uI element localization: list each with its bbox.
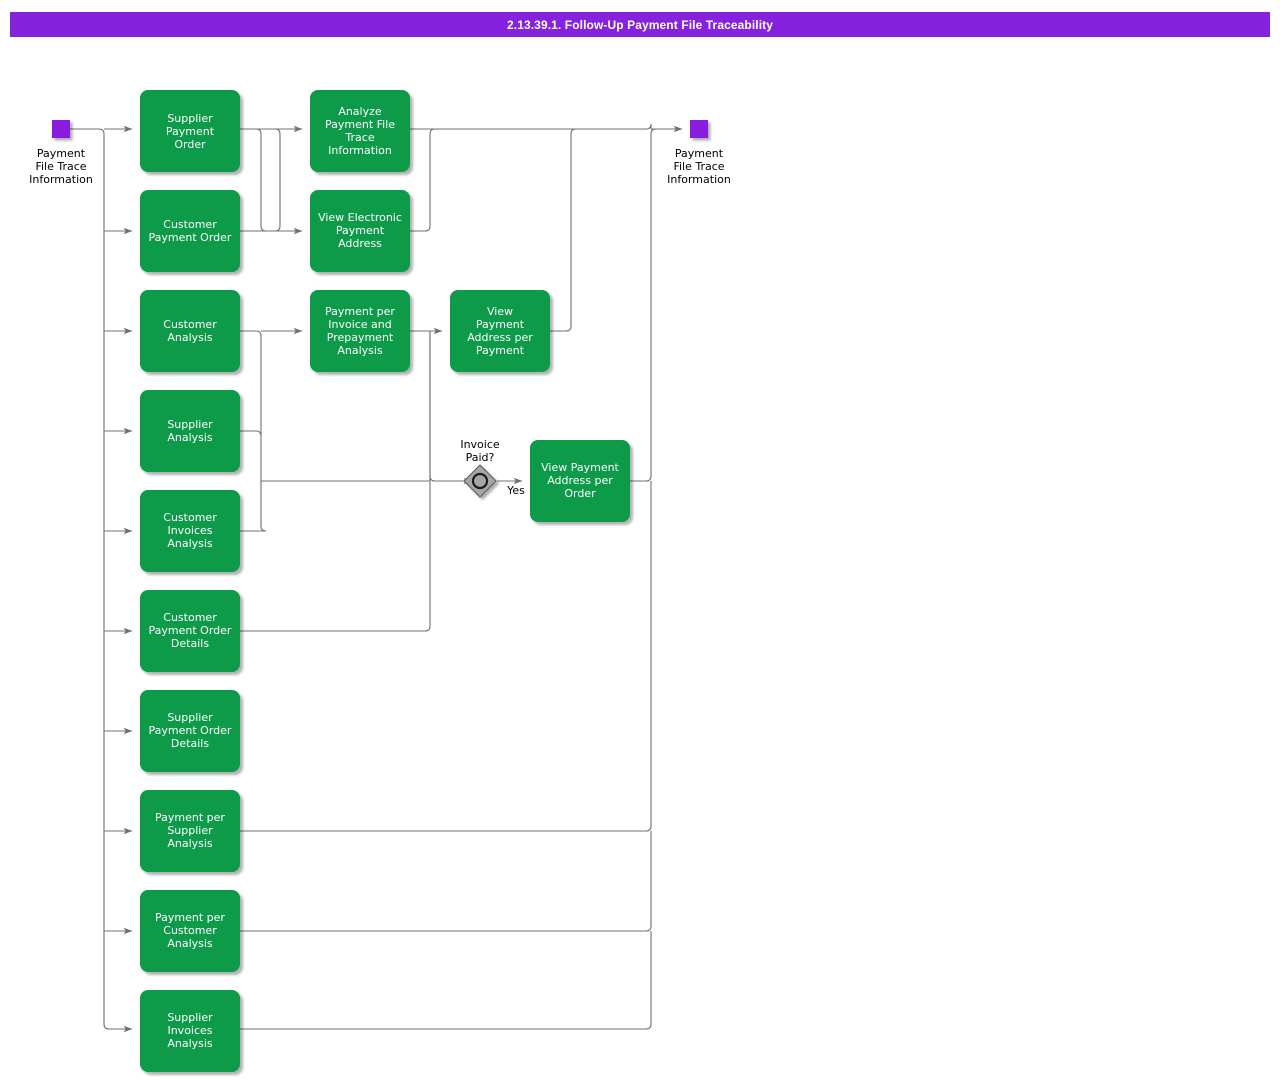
task-label: Payment [336, 224, 385, 237]
task-label: Customer [163, 611, 217, 624]
end-event-label-line-0: Payment [675, 147, 724, 160]
task-label: Customer [163, 511, 217, 524]
task-label: Payment per [155, 911, 225, 924]
task-label: Analysis [337, 344, 383, 357]
task-label: Payment per [325, 305, 395, 318]
flow-view-payment-address-per-order-out [630, 128, 657, 482]
task-label: Order [564, 487, 596, 500]
task-label: Trace [344, 131, 374, 144]
task-label: Supplier [167, 418, 213, 431]
end-event[interactable] [690, 120, 708, 138]
task-label: Prepayment [327, 331, 394, 344]
task-label: Customer [163, 924, 217, 937]
task-label: Analysis [167, 1037, 213, 1050]
task-label: Supplier [167, 711, 213, 724]
customer-invoices-analysis[interactable]: Customer Invoices Analysis [140, 490, 240, 572]
task-label: Supplier [167, 824, 213, 837]
task-label: Payment [476, 318, 525, 331]
page-title: 2.13.39.1. Follow-Up Payment File Tracea… [506, 17, 774, 32]
analyze-payment-file-trace-information[interactable]: Analyze Payment File Trace Information [310, 90, 410, 172]
task-label: Analysis [167, 837, 213, 850]
flow-analyze-to-end [410, 123, 683, 133]
payment-per-supplier-analysis[interactable]: Payment per Supplier Analysis [140, 790, 240, 872]
gateway-label-line-1: Paid? [466, 451, 495, 464]
task-label: Payment Order [149, 231, 232, 244]
task-label: Analyze [338, 105, 382, 118]
gateway-label-line-0: Invoice [460, 438, 500, 451]
task-label: Details [171, 737, 209, 750]
task-label: Analysis [167, 431, 213, 444]
payment-per-invoice-and-prepayment-analysis[interactable]: Payment per Invoice and Prepayment Analy… [310, 290, 410, 372]
task-label: Payment Order [149, 724, 232, 737]
task-label: View [487, 305, 513, 318]
start-event-label-line-0: Payment [37, 147, 86, 160]
supplier-payment-order-details[interactable]: Supplier Payment Order Details [140, 690, 240, 772]
task-label: Customer [163, 318, 217, 331]
customer-payment-order[interactable]: Customer Payment Order [140, 190, 240, 272]
payment-per-customer-analysis[interactable]: Payment per Customer Analysis [140, 890, 240, 972]
flow-payment-per-customer-analysis-out [240, 831, 652, 932]
view-payment-address-per-payment[interactable]: View Payment Address per Payment [450, 290, 550, 372]
task-label: Address per [547, 474, 613, 487]
start-event-label-line-2: Information [29, 173, 93, 186]
flow-analyses-supplier-join [240, 430, 262, 437]
flow-payment-orders-to-analyze [240, 128, 281, 232]
flow-view-electronic-out [410, 128, 436, 232]
task-label: Invoices [167, 524, 212, 537]
flow-payment-per-supplier-analysis-out [240, 481, 652, 832]
connectors-layer [70, 123, 683, 1033]
flow-analyses-collector [240, 330, 267, 532]
task-label: Order [174, 138, 206, 151]
flow-start-trunk [70, 128, 133, 1033]
view-payment-address-per-order[interactable]: View Payment Address per Order [530, 440, 630, 522]
supplier-payment-order[interactable]: Supplier Payment Order [140, 90, 240, 172]
start-event[interactable] [52, 120, 70, 138]
task-label: Payment Order [149, 624, 232, 637]
customer-analysis[interactable]: Customer Analysis [140, 290, 240, 372]
invoice-paid-gateway[interactable] [463, 464, 497, 498]
task-label: Analysis [167, 331, 213, 344]
task-label: Payment File [325, 118, 395, 131]
task-label: Analysis [167, 937, 213, 950]
task-label: Address per [467, 331, 533, 344]
start-event-label-line-1: File Trace [35, 160, 86, 173]
end-event-label-line-2: Information [667, 173, 731, 186]
view-electronic-payment-address[interactable]: View Electronic Payment Address [310, 190, 410, 272]
task-label: Payment [476, 344, 525, 357]
customer-payment-order-details[interactable]: Customer Payment Order Details [140, 590, 240, 672]
flow-customer-payment-order-details-out [240, 331, 431, 632]
flow-supplier-invoices-analysis-out [240, 931, 652, 1030]
task-label: Analysis [167, 537, 213, 550]
task-label: Address [338, 237, 382, 250]
task-label: Details [171, 637, 209, 650]
end-event-label-line-1: File Trace [673, 160, 724, 173]
task-label: Invoice and [328, 318, 392, 331]
task-label: View Electronic [318, 211, 402, 224]
task-label: Information [328, 144, 392, 157]
task-label: Supplier [167, 1011, 213, 1024]
task-label: Payment per [155, 811, 225, 824]
gateway-yes-label: Yes [506, 484, 525, 497]
task-label: View Payment [541, 461, 619, 474]
task-label: Customer [163, 218, 217, 231]
task-label: Supplier [167, 112, 213, 125]
task-label: Payment [166, 125, 215, 138]
supplier-analysis[interactable]: Supplier Analysis [140, 390, 240, 472]
flow-view-payment-address-per-payment-out [550, 128, 577, 332]
supplier-invoices-analysis[interactable]: Supplier Invoices Analysis [140, 990, 240, 1072]
flow-payment-orders-to-view-electronic [240, 128, 303, 235]
task-label: Invoices [167, 1024, 212, 1037]
title-bar: 2.13.39.1. Follow-Up Payment File Tracea… [10, 12, 1270, 37]
